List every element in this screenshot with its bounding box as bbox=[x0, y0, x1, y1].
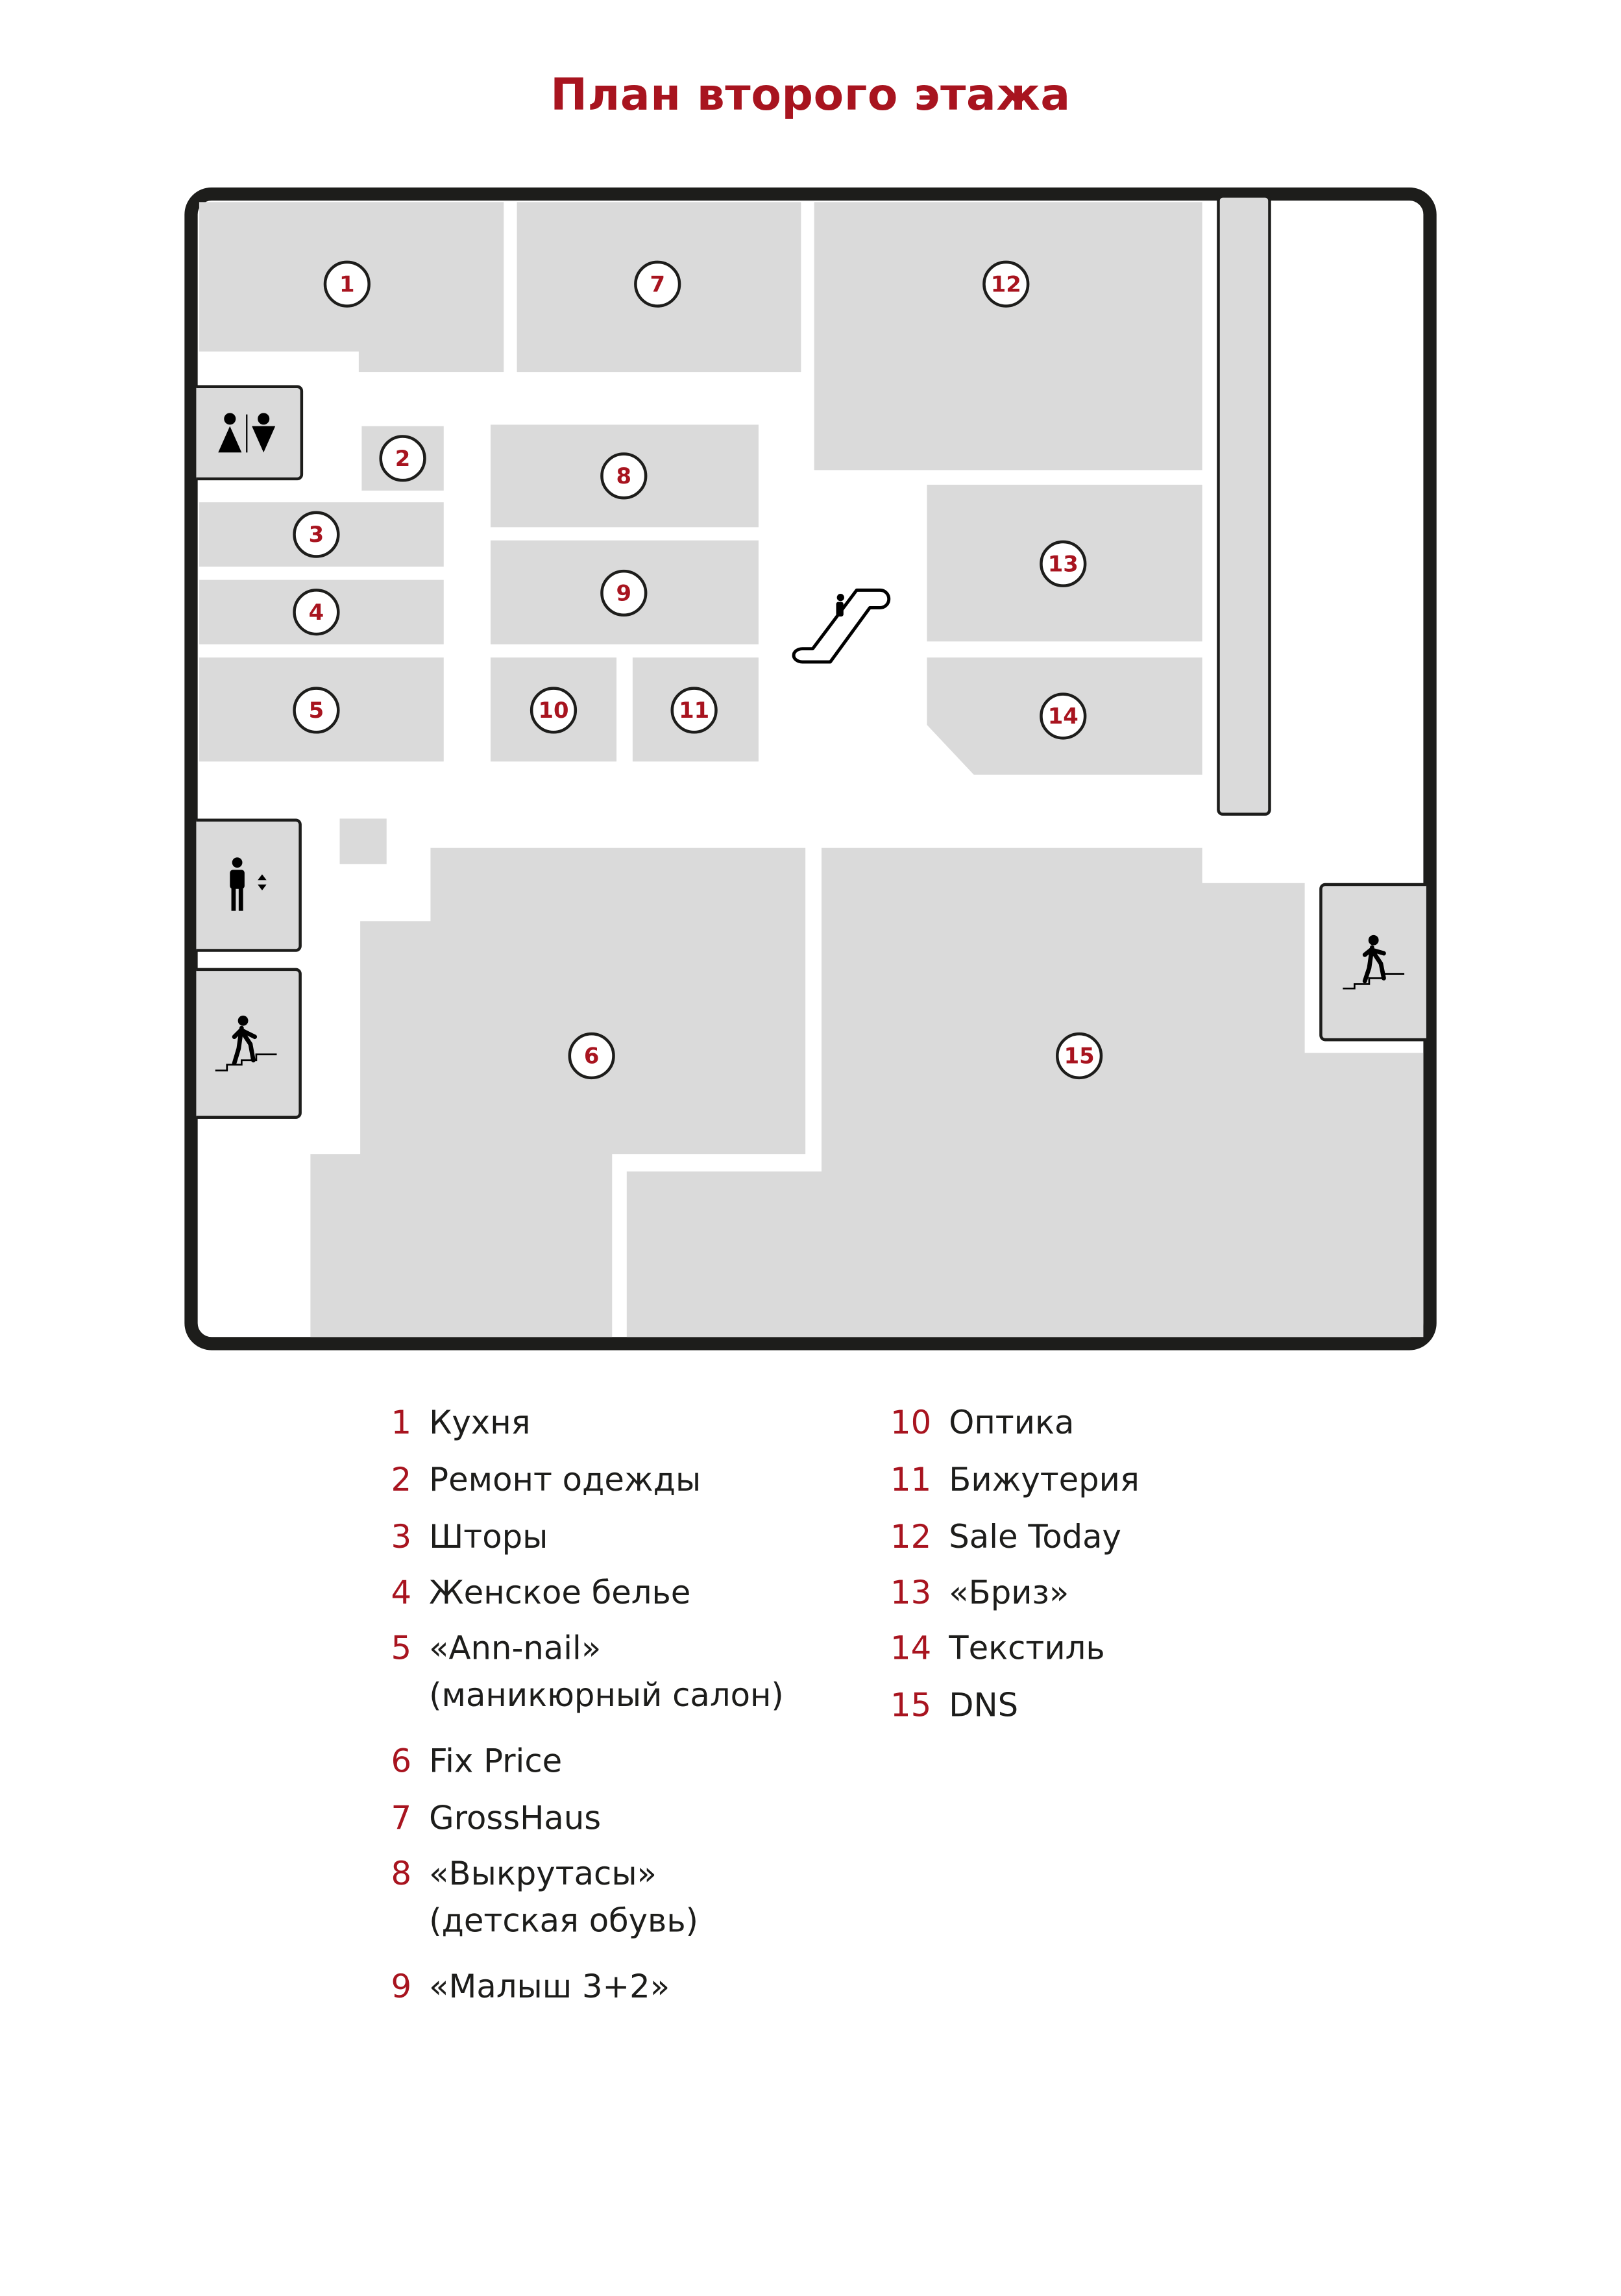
restroom-icon bbox=[218, 413, 276, 453]
shop-marker-6[interactable]: 6 bbox=[568, 1032, 615, 1080]
elevator-box[interactable] bbox=[196, 818, 302, 952]
svg-text:2: 2 bbox=[395, 446, 411, 471]
elevator-icon bbox=[230, 857, 267, 911]
svg-text:1: 1 bbox=[339, 271, 355, 297]
escalator-icon bbox=[792, 588, 891, 664]
service-room bbox=[339, 818, 387, 864]
svg-text:7: 7 bbox=[650, 271, 665, 297]
stairs-box-right[interactable] bbox=[1319, 883, 1426, 1042]
shop-marker-1[interactable]: 1 bbox=[323, 260, 371, 308]
svg-text:3: 3 bbox=[309, 522, 324, 547]
shop-marker-10[interactable]: 10 bbox=[530, 687, 578, 734]
shop-marker-4[interactable]: 4 bbox=[293, 589, 340, 636]
shop-15[interactable] bbox=[626, 848, 1424, 1337]
svg-text:14: 14 bbox=[1048, 703, 1079, 729]
shop-marker-9[interactable]: 9 bbox=[600, 569, 648, 617]
shop-marker-15[interactable]: 15 bbox=[1056, 1032, 1103, 1080]
svg-text:9: 9 bbox=[616, 580, 632, 605]
shop-marker-11[interactable]: 11 bbox=[670, 687, 718, 734]
shop-marker-13[interactable]: 13 bbox=[1040, 540, 1087, 587]
shop-marker-14[interactable]: 14 bbox=[1040, 692, 1087, 740]
shop-marker-7[interactable]: 7 bbox=[634, 260, 681, 308]
svg-text:6: 6 bbox=[584, 1044, 600, 1069]
shop-12[interactable] bbox=[814, 202, 1202, 470]
shop-6[interactable] bbox=[310, 848, 806, 1337]
stairs-icon bbox=[215, 1015, 277, 1071]
shop-marker-3[interactable]: 3 bbox=[293, 511, 340, 558]
stairs-icon bbox=[1343, 934, 1405, 990]
svg-text:8: 8 bbox=[616, 463, 632, 489]
svg-text:15: 15 bbox=[1064, 1044, 1095, 1069]
svg-text:5: 5 bbox=[309, 698, 324, 723]
svg-text:13: 13 bbox=[1048, 551, 1079, 576]
shop-marker-12[interactable]: 12 bbox=[982, 260, 1030, 308]
svg-text:10: 10 bbox=[538, 698, 568, 723]
shop-marker-5[interactable]: 5 bbox=[293, 687, 340, 734]
floor-map: 1 2 3 4 5 6 7 8 9 10 11 12 13 14 15 bbox=[184, 187, 1437, 1350]
svg-text:12: 12 bbox=[991, 271, 1021, 297]
svg-text:4: 4 bbox=[309, 600, 324, 625]
page-title: План второго этажа bbox=[550, 70, 1071, 122]
restroom-box[interactable] bbox=[196, 385, 304, 481]
shop-marker-8[interactable]: 8 bbox=[600, 452, 648, 500]
column bbox=[1217, 195, 1271, 816]
shop-marker-2[interactable]: 2 bbox=[379, 435, 426, 482]
svg-text:11: 11 bbox=[679, 698, 709, 723]
